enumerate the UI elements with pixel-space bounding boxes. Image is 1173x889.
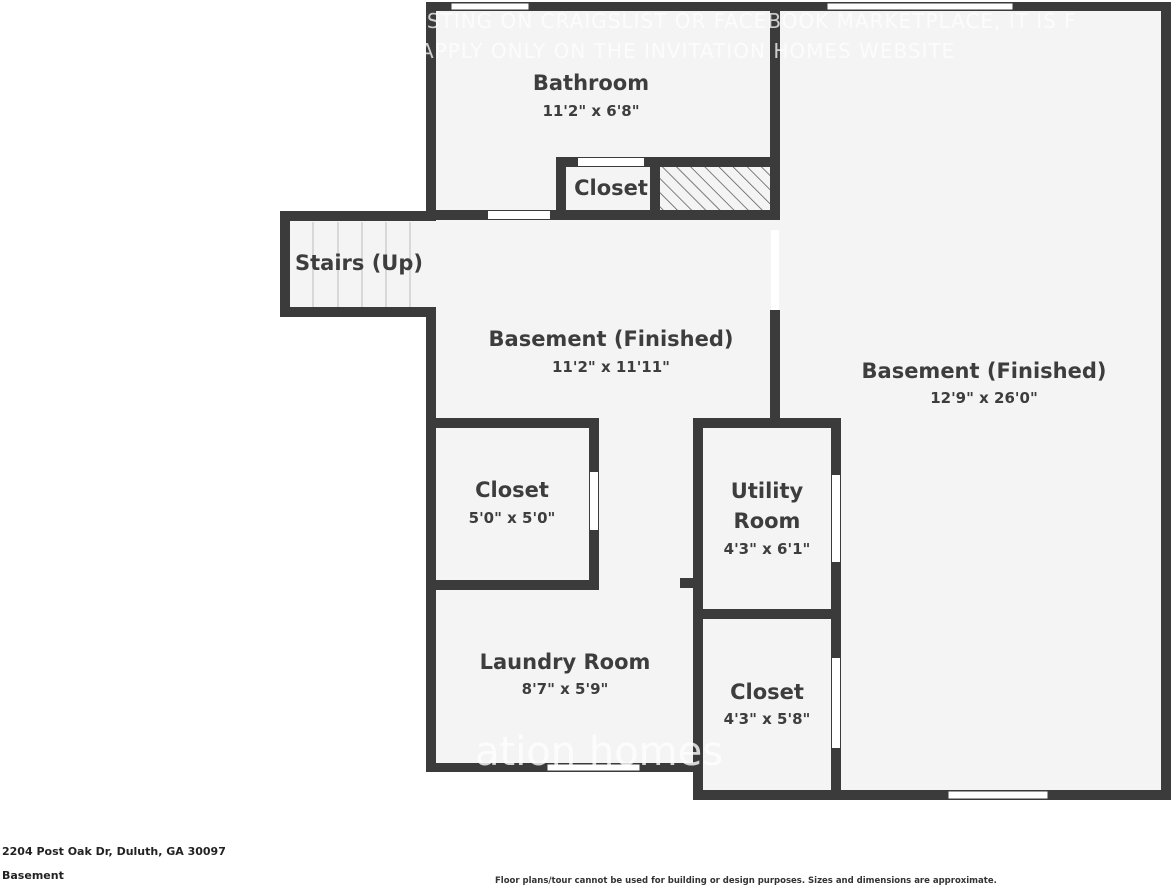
bathroom-dims: 11'2" x 6'8"	[542, 102, 639, 120]
closet-right-dims: 4'3" x 5'8"	[724, 710, 811, 728]
stairs-label: Stairs (Up)	[295, 251, 423, 275]
watermark-line1: ISTING ON CRAIGSLIST OR FACEBOOK MARKETP…	[420, 9, 1077, 33]
basement-center-label: Basement (Finished)	[489, 327, 734, 351]
stairs-treads	[312, 222, 411, 307]
disclaimer-text: Floor plans/tour cannot be used for buil…	[495, 876, 997, 886]
watermark-logo: ation homes	[475, 729, 723, 775]
hatched-shaft	[660, 166, 772, 212]
laundry-dims: 8'7" x 5'9"	[522, 680, 609, 698]
basement-right-dims: 12'9" x 26'0"	[930, 389, 1038, 407]
bathroom-label: Bathroom	[533, 71, 649, 95]
door-openings	[488, 158, 840, 748]
basement-center-dims: 11'2" x 11'11"	[552, 358, 670, 376]
floor-areas	[285, 9, 1167, 796]
closet-left-label: Closet	[475, 478, 549, 502]
utility-label-line2: Room	[734, 509, 801, 533]
windows	[450, 2, 1049, 800]
basement-right-label: Basement (Finished)	[862, 359, 1107, 383]
floor-level-label: Basement	[2, 869, 64, 882]
watermark-line2: APPLY ONLY ON THE INVITATION HOMES WEBSI…	[420, 39, 955, 63]
utility-label-line1: Utility	[731, 479, 804, 503]
property-address: 2204 Post Oak Dr, Duluth, GA 30097	[2, 845, 226, 858]
utility-dims: 4'3" x 6'1"	[724, 540, 811, 558]
closet-right-label: Closet	[730, 680, 804, 704]
closet-top-label: Closet	[574, 176, 648, 200]
closet-left-dims: 5'0" x 5'0"	[469, 509, 556, 527]
laundry-label: Laundry Room	[480, 650, 651, 674]
